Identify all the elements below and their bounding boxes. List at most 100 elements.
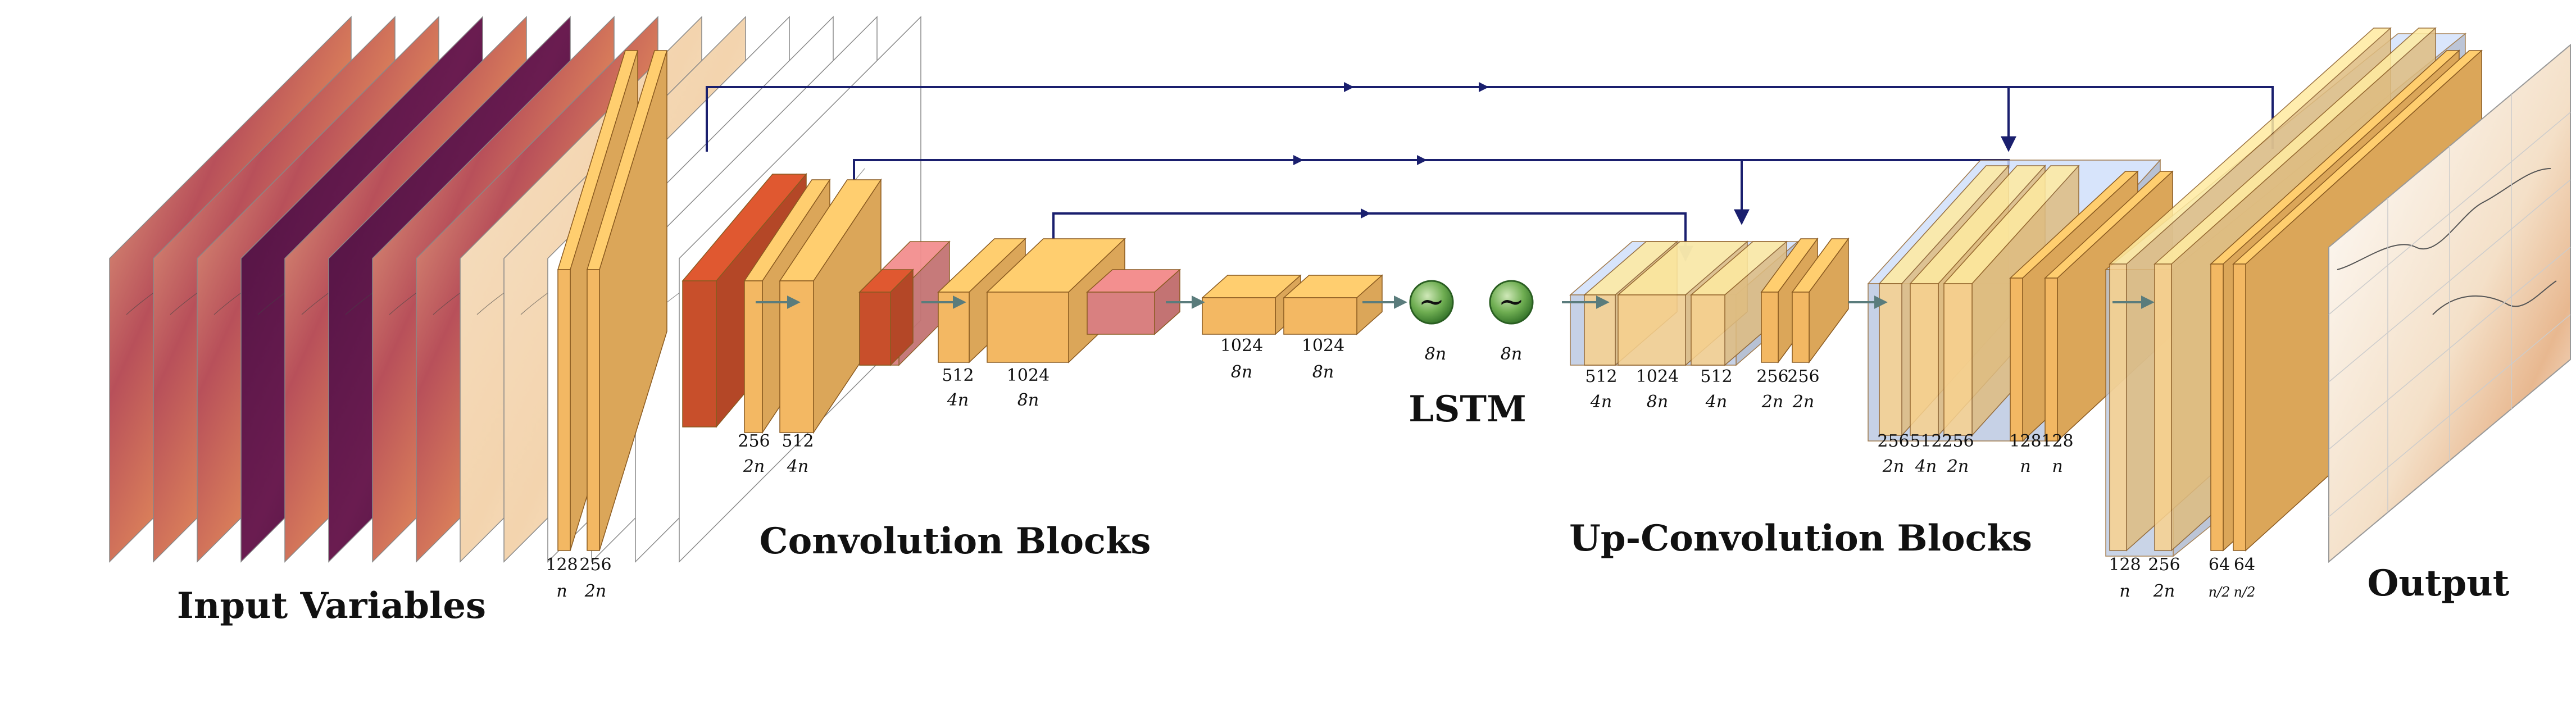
skip-arrow-3a xyxy=(1361,208,1371,219)
enc3-a-channels: 512 xyxy=(942,366,974,385)
dec2-block-a-front xyxy=(1879,283,1902,436)
bottleneck-a-front xyxy=(1202,297,1276,335)
dec2-channels: 512 xyxy=(1910,431,1942,451)
dec1-channels: 512 xyxy=(1700,367,1732,386)
lstm-cell-2 xyxy=(1489,280,1534,325)
dec2-channels: 256 xyxy=(1942,431,1974,451)
output-map-coastline xyxy=(2337,168,2557,315)
pool-2-inner xyxy=(858,269,914,366)
skip-connection-2b xyxy=(1742,159,2010,169)
lstm-cells: ~ ~ 8n 8n LSTM xyxy=(1409,280,1534,430)
enc1-b-size: 2n xyxy=(584,581,606,601)
dec3-block-a-front xyxy=(2109,263,2127,551)
dec2-out-channels: 128 xyxy=(2041,431,2073,451)
dec3-size: 2n xyxy=(2153,581,2175,601)
skip-arrow-1b xyxy=(1479,82,1489,92)
bott-b-size: 8n xyxy=(1312,362,1334,382)
dec2-channels: 256 xyxy=(1877,431,1909,451)
output-title: Output xyxy=(2368,562,2510,604)
dec1-out-channels: 256 xyxy=(1756,367,1788,386)
dec1-out-size: 2n xyxy=(1761,392,1783,412)
lstm-cell-1 xyxy=(1409,280,1454,325)
dec2-out-channels: 128 xyxy=(2009,431,2041,451)
enc3-b-channels: 1024 xyxy=(1007,366,1050,385)
dec3-out-size: n/2 xyxy=(2209,584,2230,600)
dec3-out-b-front xyxy=(2233,263,2246,551)
enc1-a-size: n xyxy=(556,581,567,601)
bottleneck-b xyxy=(1283,274,1383,335)
enc1-a-channels: 128 xyxy=(546,555,578,575)
dec3-channels: 128 xyxy=(2109,555,2141,575)
dec2-out-size: n xyxy=(2020,457,2030,476)
pool-1-front xyxy=(682,280,717,427)
dec1-channels: 1024 xyxy=(1636,367,1679,386)
dec3-channels: 256 xyxy=(2148,555,2180,575)
dec1-size: 4n xyxy=(1590,392,1612,412)
dec2-size: 2n xyxy=(1882,457,1904,476)
dec1-size: 4n xyxy=(1705,392,1727,412)
enc1-block-b-front xyxy=(587,269,600,551)
dec3-out-size: n/2 xyxy=(2234,584,2256,600)
dec2-out-b-front xyxy=(2045,278,2058,442)
skip-arrow-1a xyxy=(1344,82,1354,92)
lstm-title: LSTM xyxy=(1409,388,1526,430)
dec3-out-channels: 64 xyxy=(2209,555,2230,575)
bottleneck-b-front xyxy=(1283,297,1357,335)
bott-a-size: 8n xyxy=(1231,362,1252,382)
skip-connection-3 xyxy=(1052,212,1693,264)
dec1-channels: 512 xyxy=(1585,367,1617,386)
lstm-cell-1-symbol: ~ xyxy=(1419,284,1445,320)
dec1-out-b-front xyxy=(1792,292,1810,363)
dec3-out-a-front xyxy=(2210,263,2224,551)
dec3-size: n xyxy=(2119,581,2130,601)
pool-3 xyxy=(1086,269,1181,335)
dec2-block-b-front xyxy=(1910,283,1939,436)
dec2-size: 2n xyxy=(1947,457,1969,476)
enc1-b-channels: 256 xyxy=(579,555,611,575)
dec1-block-b-front xyxy=(1618,294,1686,366)
dec3-out-channels: 64 xyxy=(2234,555,2255,575)
pool-2-inner-front xyxy=(859,292,891,366)
convolution-blocks-title: Convolution Blocks xyxy=(760,520,1151,562)
dec1-size: 8n xyxy=(1647,392,1668,412)
enc3-block-b-front xyxy=(987,292,1069,363)
skip-connection-1b xyxy=(2009,86,2274,149)
lstm-cell-2-size: 8n xyxy=(1501,344,1522,364)
enc2-a-channels: 256 xyxy=(738,431,770,451)
dec1-block-a-front xyxy=(1584,294,1616,366)
dec1-out-size: 2n xyxy=(1792,392,1814,412)
dec3-block-b-front xyxy=(2154,263,2172,551)
dec2-size: 4n xyxy=(1915,457,1937,476)
enc2-b-channels: 512 xyxy=(782,431,814,451)
dec2-out-size: n xyxy=(2052,457,2062,476)
enc3-b-size: 8n xyxy=(1017,390,1039,410)
block-labels: 128n2562n2562n5124n5124n10248n10248n1024… xyxy=(546,336,2255,601)
skip-connection-1 xyxy=(706,86,2016,152)
lstm-cell-1-size: 8n xyxy=(1425,344,1446,364)
lstm-cell-2-symbol: ~ xyxy=(1498,284,1525,320)
enc3-a-size: 4n xyxy=(947,390,969,410)
skip-arrow-2a xyxy=(1293,155,1303,165)
bott-a-channels: 1024 xyxy=(1220,336,1263,356)
dec1-block-c-front xyxy=(1691,294,1725,366)
up-convolution-blocks-title: Up-Convolution Blocks xyxy=(1569,517,2032,560)
dec2-block-c-front xyxy=(1943,283,1973,436)
dec1-out-a-front xyxy=(1761,292,1779,363)
dec1-out-b xyxy=(1791,237,1850,364)
enc2-block-b-front xyxy=(779,280,814,433)
output-map-grid xyxy=(2328,94,2571,517)
enc2-block-a-front xyxy=(744,280,763,433)
enc2-a-size: 2n xyxy=(743,457,765,476)
pool-3-front xyxy=(1087,292,1155,335)
enc1-block-a-front xyxy=(557,269,571,551)
dec1-out-channels: 256 xyxy=(1787,367,1819,386)
output-map: Output xyxy=(2328,43,2571,604)
enc2-b-size: 4n xyxy=(787,457,808,476)
dec2-out-a-front xyxy=(2010,278,2023,442)
network-blocks xyxy=(557,27,2483,557)
bott-b-channels: 1024 xyxy=(1302,336,1344,356)
input-variables-title: Input Variables xyxy=(177,585,486,627)
enc1-block-b xyxy=(586,50,668,551)
skip-arrow-2b xyxy=(1417,155,1427,165)
